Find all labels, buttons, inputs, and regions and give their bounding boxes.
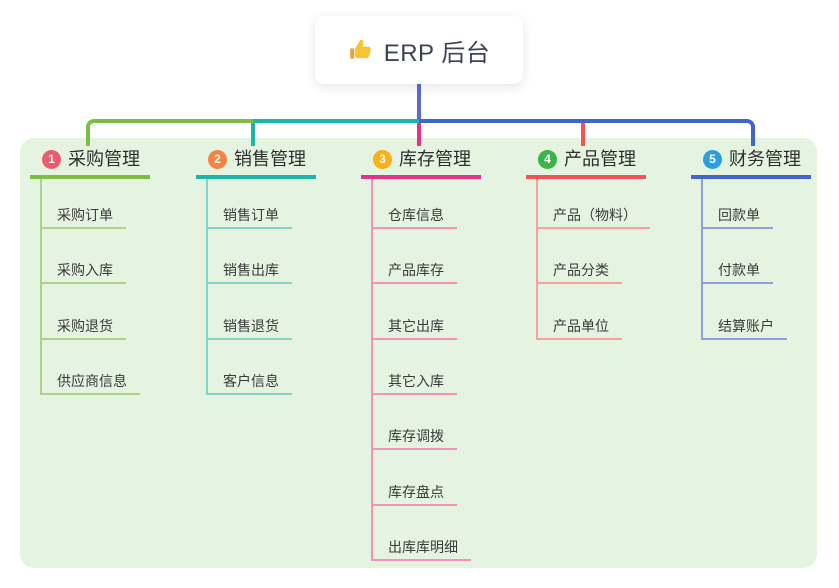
child-node[interactable]: 销售出库 (206, 253, 292, 284)
topic-title: 采购管理 (68, 149, 140, 169)
connector-corner-branch1 (86, 119, 97, 146)
topic-title: 销售管理 (234, 149, 306, 169)
connector-drop-branch3 (417, 123, 421, 146)
child-node[interactable]: 库存调拨 (371, 419, 457, 450)
child-node[interactable]: 产品（物料） (536, 198, 650, 229)
connector-segment-branch2 (253, 119, 419, 123)
child-node[interactable]: 采购入库 (40, 253, 126, 284)
child-node[interactable]: 结算账户 (701, 309, 787, 340)
child-node[interactable]: 产品分类 (536, 253, 622, 284)
topic-node-finance[interactable]: 5 财务管理 (691, 147, 811, 179)
child-node[interactable]: 付款单 (701, 253, 773, 284)
child-node[interactable]: 供应商信息 (40, 364, 140, 395)
child-node[interactable]: 销售订单 (206, 198, 292, 229)
child-node[interactable]: 其它入库 (371, 364, 457, 395)
root-node-title: ERP 后台 (383, 39, 491, 67)
topic-node-purchase[interactable]: 1 采购管理 (30, 147, 150, 179)
connector-segment-branch5 (419, 119, 744, 123)
connector-segment-branch1 (96, 119, 253, 123)
root-connector-line (417, 84, 421, 119)
topic-badge-5: 5 (703, 149, 722, 169)
child-node[interactable]: 库存盘点 (371, 475, 457, 506)
child-node[interactable]: 回款单 (701, 198, 773, 229)
branch-child-connector (206, 179, 208, 395)
topic-title: 库存管理 (399, 149, 471, 169)
topic-badge-4: 4 (538, 149, 557, 169)
child-node[interactable]: 出库库明细 (371, 530, 471, 561)
connector-corner-branch5 (744, 119, 755, 146)
topic-node-product[interactable]: 4 产品管理 (526, 147, 646, 179)
child-node[interactable]: 采购退货 (40, 309, 126, 340)
branch-child-connector (536, 179, 538, 340)
topic-node-inventory[interactable]: 3 库存管理 (361, 147, 481, 179)
connector-drop-branch2 (251, 123, 255, 146)
topic-title: 财务管理 (729, 149, 801, 169)
root-node[interactable]: ERP 后台 (315, 16, 523, 84)
topic-badge-2: 2 (208, 149, 227, 169)
connector-drop-branch4 (581, 123, 585, 146)
child-node[interactable]: 其它出库 (371, 309, 457, 340)
child-node[interactable]: 客户信息 (206, 364, 292, 395)
child-node[interactable]: 产品库存 (371, 253, 457, 284)
child-node[interactable]: 产品单位 (536, 309, 622, 340)
topic-node-sales[interactable]: 2 销售管理 (196, 147, 316, 179)
branch-child-connector (371, 179, 373, 561)
topic-badge-1: 1 (42, 149, 61, 169)
child-node[interactable]: 采购订单 (40, 198, 126, 229)
topic-title: 产品管理 (564, 149, 636, 169)
topic-badge-3: 3 (373, 149, 392, 169)
thumbs-up-icon (348, 37, 374, 63)
branch-child-connector (40, 179, 42, 395)
child-node[interactable]: 销售退货 (206, 309, 292, 340)
branch-child-connector (701, 179, 703, 340)
mindmap-background-panel (20, 138, 817, 568)
child-node[interactable]: 仓库信息 (371, 198, 457, 229)
